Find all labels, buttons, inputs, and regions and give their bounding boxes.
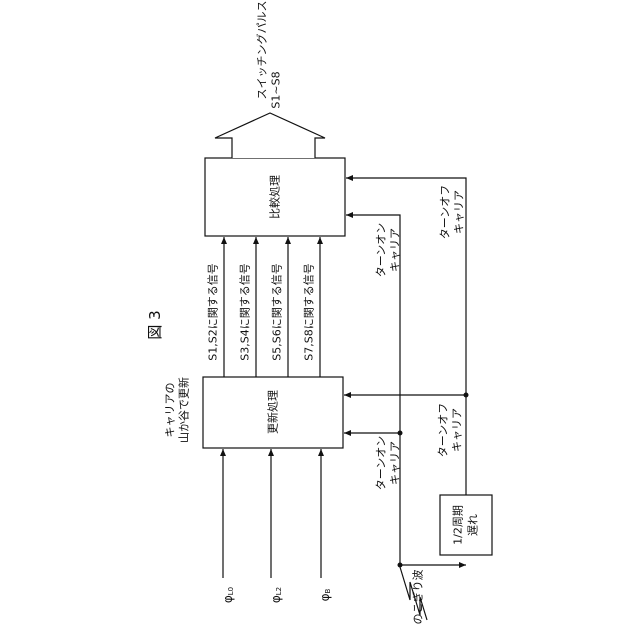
sawtooth-label: のこぎり波 — [411, 570, 425, 625]
output-label-line2: S1~S8 — [270, 71, 283, 108]
update-note-line1: キャリアの — [164, 383, 177, 438]
turn-on-label-upper-1: ターンオン — [375, 223, 388, 277]
signal-label-s5-s6: S5,S6に関する信号 — [271, 263, 284, 360]
output-pulse-arrow — [215, 113, 325, 158]
turn-on-label-upper-2: キャリア — [389, 228, 402, 272]
turn-off-label-lower-2: キャリア — [451, 408, 464, 452]
turn-off-junction-dot — [464, 393, 469, 398]
output-label-line1: スイッチングパルス — [255, 1, 269, 100]
update-block-label: 更新処理 — [266, 390, 280, 434]
turn-off-label-lower-1: ターンオフ — [437, 403, 450, 457]
delay-label-line2: 遅れ — [467, 514, 480, 536]
signal-label-s7-s8: S7,S8に関する信号 — [303, 263, 316, 360]
signal-label-s3-s4: S3,S4に関する信号 — [239, 263, 252, 360]
update-note-line2: 山か谷で更新 — [177, 377, 191, 443]
turn-on-junction-dot — [398, 431, 403, 436]
turn-on-label-lower-1: ターンオン — [375, 436, 388, 490]
delay-label-line1: 1/2周期 — [452, 505, 465, 545]
input-label-l0: φL0 — [221, 587, 235, 603]
input-label-b: φB — [318, 588, 332, 601]
turn-off-label-upper-1: ターンオフ — [439, 185, 452, 239]
compare-block-label: 比較処理 — [268, 175, 282, 219]
signal-label-s1-s2: S1,S2に関する信号 — [207, 263, 220, 360]
turn-on-label-lower-2: キャリア — [389, 441, 402, 485]
input-label-l2: φL2 — [269, 587, 283, 603]
figure-title: 図 3 — [146, 310, 164, 339]
turn-off-label-upper-2: キャリア — [453, 190, 466, 234]
